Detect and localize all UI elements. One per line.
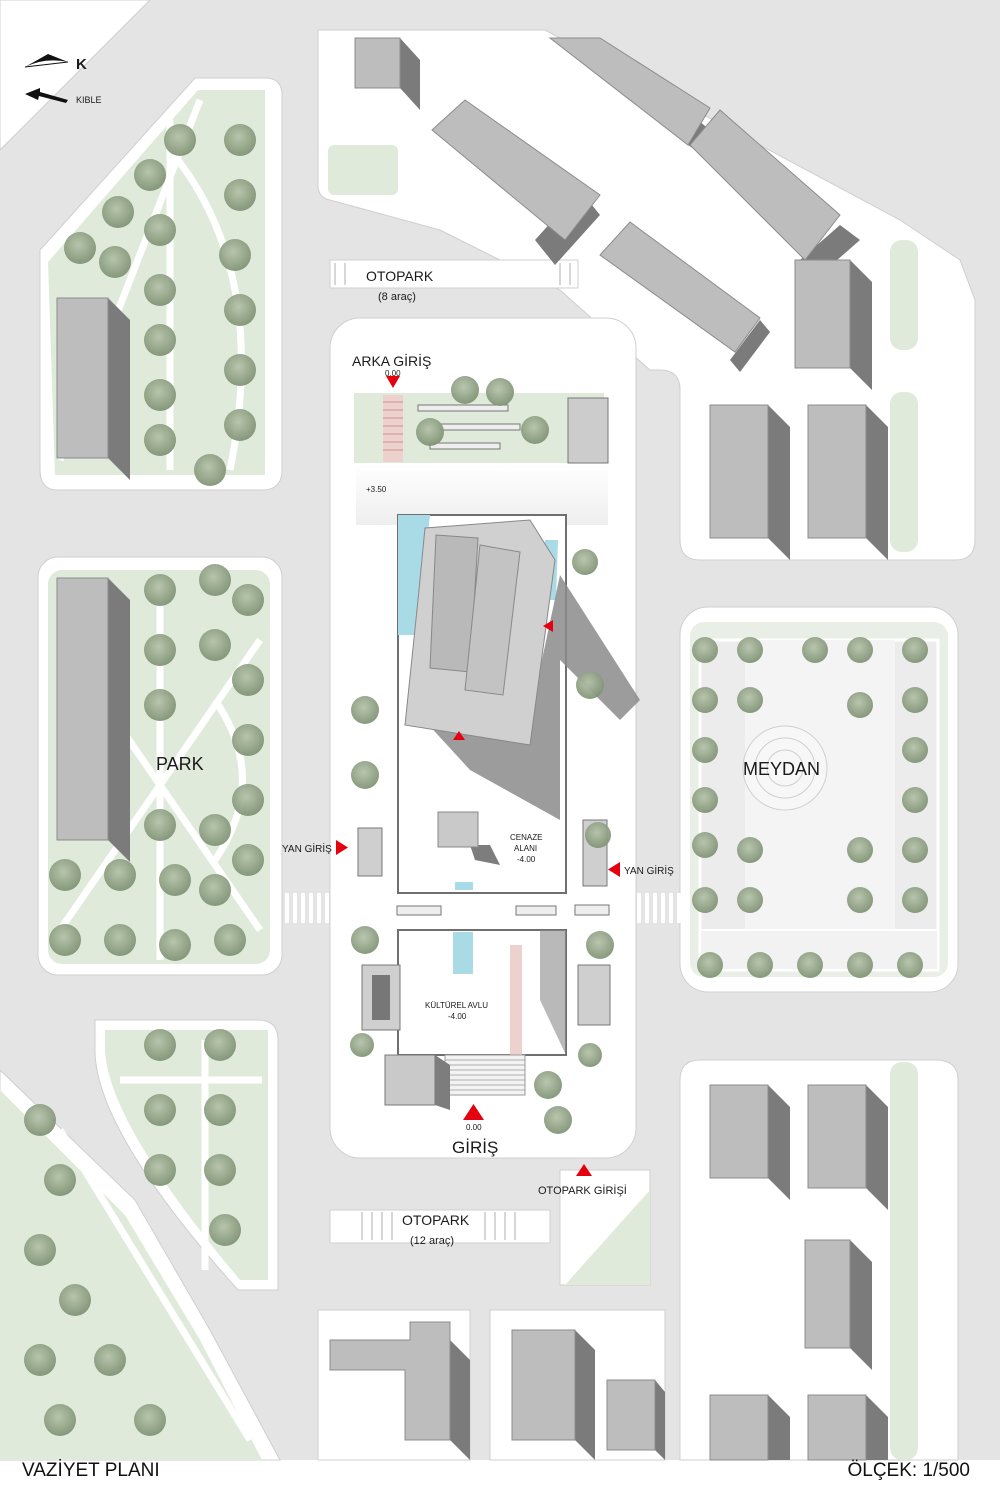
funeral-area-line1: CENAZE <box>510 833 542 842</box>
side-entrance-right-label: YAN GİRİŞ <box>624 864 674 877</box>
parking-entrance-label: OTOPARK GİRİŞİ <box>538 1184 627 1197</box>
north-label: K <box>76 56 87 73</box>
plan-scale: ÖLÇEK: 1/500 <box>847 1460 970 1481</box>
back-entrance-level: 0.00 <box>385 369 401 378</box>
funeral-area-line2: ALANI <box>514 844 537 853</box>
entrance-arrows <box>336 376 620 1176</box>
parking-north-capacity: (8 araç) <box>378 291 416 303</box>
main-site <box>354 393 640 1110</box>
trees <box>24 124 928 1436</box>
funeral-area-level: -4.00 <box>517 855 536 864</box>
main-entrance-arrow-icon <box>463 1104 484 1120</box>
back-entrance-label: ARKA GİRİŞ <box>352 352 431 369</box>
kible-label: KIBLE <box>76 95 102 105</box>
kible-arrow-icon <box>25 88 68 103</box>
main-entrance-level: 0.00 <box>466 1123 482 1132</box>
parking-stalls-south <box>361 1212 516 1240</box>
crosswalks <box>285 893 681 923</box>
parking-south-label: OTOPARK <box>402 1212 470 1228</box>
side-entrance-left-label: YAN GİRİŞ <box>282 842 332 855</box>
upper-level-label: +3.50 <box>366 485 387 494</box>
north-arrow-icon <box>24 54 69 68</box>
plan-title: VAZİYET PLANI <box>22 1460 160 1481</box>
side-entrance-right-arrow-icon <box>608 862 620 877</box>
side-entrance-left-arrow-icon <box>336 840 348 855</box>
back-entrance-arrow-icon <box>386 376 400 388</box>
meydan-plaza <box>698 638 940 972</box>
parking-south-capacity: (12 araç) <box>410 1235 454 1247</box>
meydan-label: MEYDAN <box>743 759 820 779</box>
parking-entrance-arrow-icon <box>576 1164 592 1176</box>
inner-entrance-arrow-icon-2 <box>453 731 465 740</box>
inner-entrance-arrow-icon <box>543 620 553 632</box>
parking-north-label: OTOPARK <box>366 268 434 284</box>
cultural-court-level: -4.00 <box>448 1012 467 1021</box>
surrounding-buildings <box>56 37 888 1461</box>
cultural-court-label: KÜLTÜREL AVLU <box>425 1001 488 1010</box>
main-entrance-label: GİRİŞ <box>452 1138 498 1157</box>
parking-stalls-north <box>334 263 571 285</box>
park-label: PARK <box>156 754 204 774</box>
